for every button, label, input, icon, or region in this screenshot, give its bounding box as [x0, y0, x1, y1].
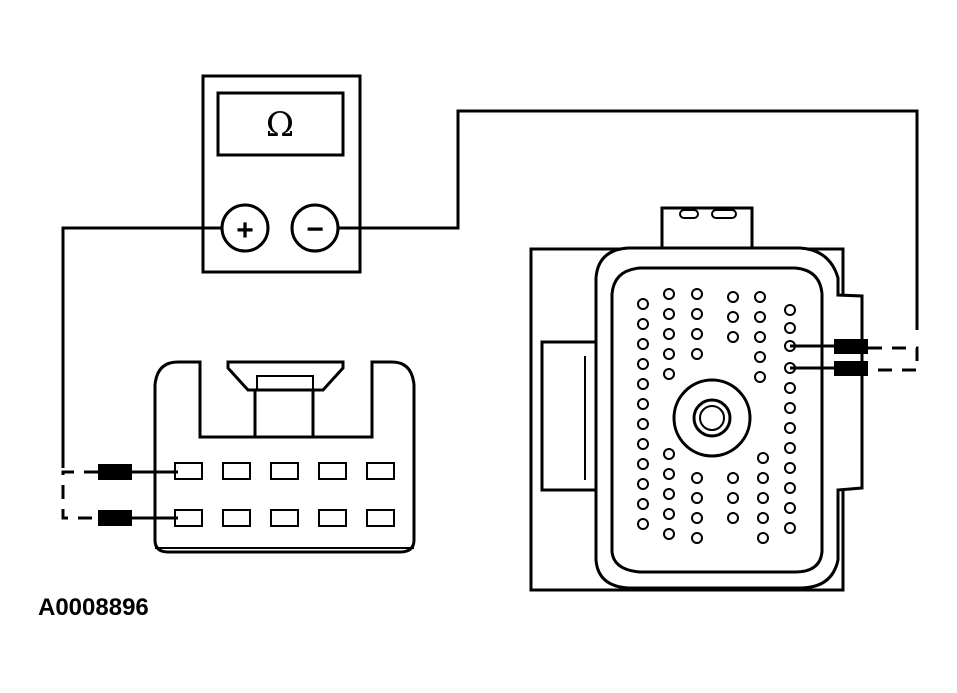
pin-cavity	[637, 498, 649, 510]
pin-cavity	[663, 448, 675, 460]
meter-display	[216, 91, 345, 157]
pin-cavity	[784, 304, 796, 316]
pin-cavity	[637, 298, 649, 310]
pin-cavity	[754, 331, 766, 343]
pin-cavity	[727, 291, 739, 303]
pin-cavity	[784, 382, 796, 394]
negative-test-lead	[338, 109, 919, 330]
pin-cavity	[663, 288, 675, 300]
pin-cavity	[691, 328, 703, 340]
pin-cavity	[663, 348, 675, 360]
left-jumper-dashed	[61, 470, 98, 520]
pin-cavity	[727, 512, 739, 524]
figure-id: A0008896	[38, 594, 149, 621]
pin-cavity	[757, 532, 769, 544]
pin-cavity	[727, 492, 739, 504]
positive-test-lead	[61, 226, 222, 468]
pin-cavity	[691, 308, 703, 320]
pin-cavity	[757, 472, 769, 484]
pin-cavity	[691, 348, 703, 360]
large-connector-pin-grid	[637, 288, 796, 544]
pin-cavity	[663, 528, 675, 540]
pin-cavity	[637, 418, 649, 430]
pin-cavity	[754, 351, 766, 363]
pin-cavity	[663, 368, 675, 380]
pin-cavity	[663, 328, 675, 340]
pin-cavity	[754, 371, 766, 383]
pin-cavity	[784, 462, 796, 474]
large-connector	[529, 206, 868, 592]
pin-cavity	[757, 512, 769, 524]
pin-cavity	[727, 331, 739, 343]
pin-cavity	[663, 508, 675, 520]
center-bolt	[672, 378, 752, 458]
negative-terminal-label: −	[306, 213, 324, 246]
pin-cavity	[691, 288, 703, 300]
pin-cavity	[637, 518, 649, 530]
pin-cavity	[784, 322, 796, 334]
pin-cavity	[663, 468, 675, 480]
pin-cavity	[637, 378, 649, 390]
pin-cavity	[663, 308, 675, 320]
connector-cavity-grid	[174, 462, 395, 527]
pin-cavity	[727, 472, 739, 484]
pin-cavity	[727, 311, 739, 323]
pin-cavity	[637, 478, 649, 490]
right-probe-upper	[790, 339, 868, 354]
negative-terminal: −	[290, 203, 340, 253]
connector-side-clip	[540, 340, 596, 492]
pin-cavity	[757, 492, 769, 504]
connector-top-tab	[660, 206, 754, 248]
pin-cavity	[784, 502, 796, 514]
positive-terminal-label: +	[236, 214, 254, 247]
pin-cavity	[691, 492, 703, 504]
pin-cavity	[784, 522, 796, 534]
pin-cavity	[637, 358, 649, 370]
pin-cavity	[637, 338, 649, 350]
pin-cavity	[637, 318, 649, 330]
left-probe-lower	[98, 510, 178, 526]
pin-cavity	[784, 482, 796, 494]
pin-cavity	[784, 402, 796, 414]
pin-cavity	[691, 472, 703, 484]
ohmmeter: Ω + −	[201, 74, 362, 274]
pin-cavity	[637, 458, 649, 470]
pin-cavity	[663, 488, 675, 500]
pin-cavity	[754, 311, 766, 323]
pin-cavity	[754, 291, 766, 303]
positive-terminal: +	[220, 203, 270, 253]
pin-cavity	[637, 398, 649, 410]
pin-cavity	[784, 442, 796, 454]
pin-cavity	[637, 438, 649, 450]
pin-cavity	[784, 422, 796, 434]
pin-cavity	[757, 452, 769, 464]
small-connector	[98, 360, 416, 554]
connector-face	[610, 266, 824, 574]
right-jumper-dashed	[868, 346, 919, 372]
ohm-symbol: Ω	[266, 105, 294, 145]
right-probe-lower	[790, 361, 868, 376]
pin-cavity	[691, 532, 703, 544]
meter-body	[201, 74, 362, 274]
left-probe-upper	[98, 464, 178, 480]
pin-cavity	[691, 512, 703, 524]
